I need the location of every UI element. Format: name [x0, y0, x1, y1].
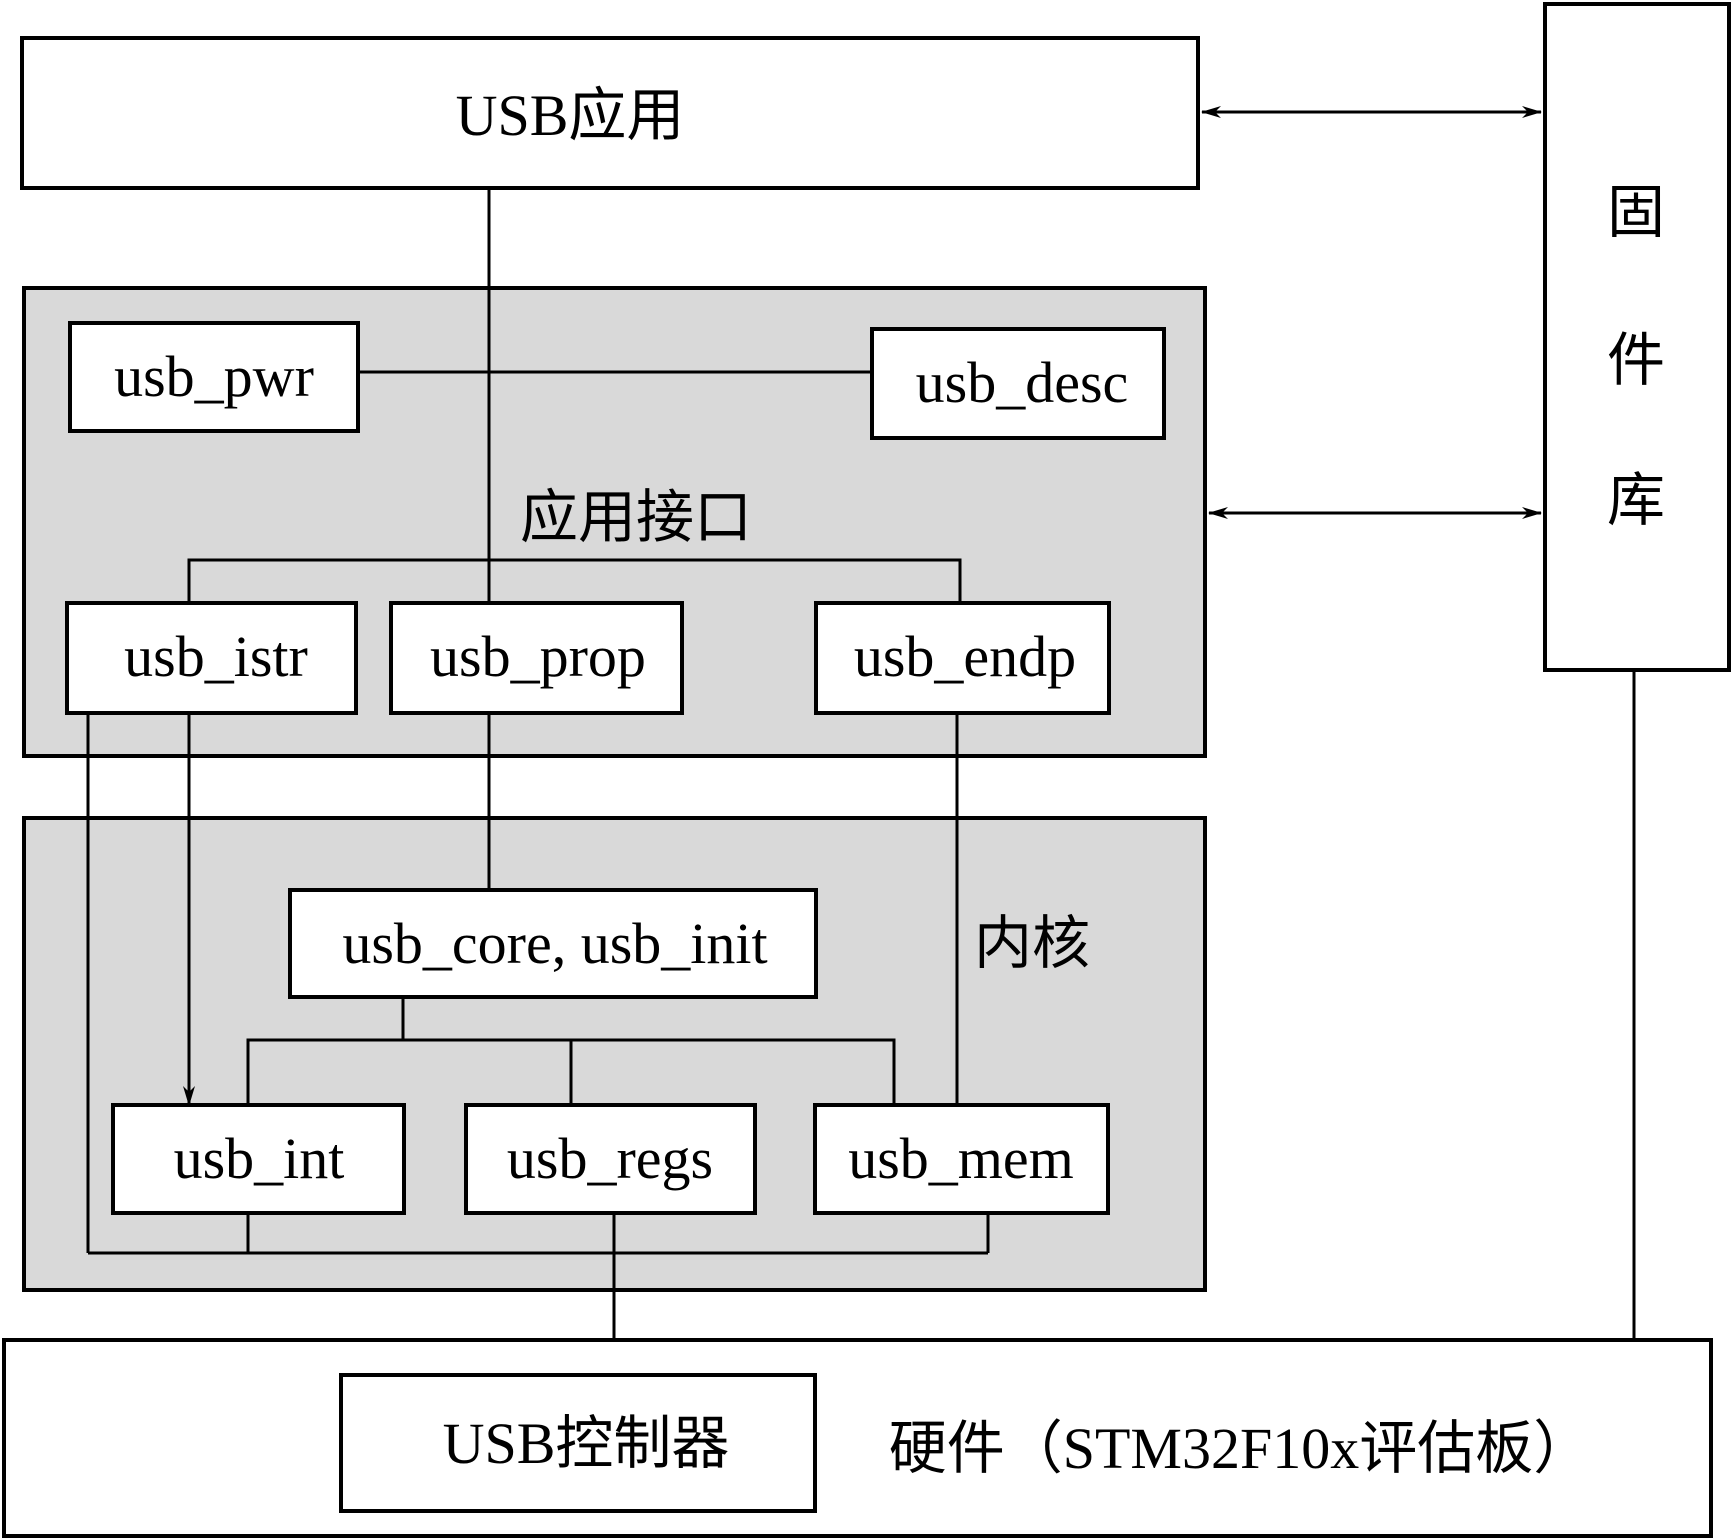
- usb-desc-box: [870, 327, 1166, 440]
- usb-regs-box: [464, 1103, 757, 1215]
- usb-int-box: [111, 1103, 406, 1215]
- app-interface-label: 应用接口: [520, 485, 752, 550]
- usb-core-init-box: [288, 888, 818, 999]
- connector-lines: [86, 188, 1636, 1375]
- usb-endp-box: [814, 601, 1111, 715]
- usb-prop-box: [389, 601, 684, 715]
- usb-mem-label: usb_mem: [848, 1126, 1074, 1191]
- usb-controller-box: [339, 1373, 817, 1513]
- usb-pwr-box: [68, 321, 360, 433]
- hardware-label: 硬件（STM32F10x评估板）: [889, 1416, 1592, 1481]
- usb-endp-label: usb_endp: [854, 624, 1076, 689]
- usb-pwr-label: usb_pwr: [114, 344, 314, 409]
- firmware-library-char-3: 库: [1607, 468, 1665, 533]
- usb-istr-label: usb_istr: [124, 624, 308, 689]
- usb-istr-box: [65, 601, 358, 715]
- usb-prop-label: usb_prop: [430, 624, 646, 689]
- firmware-library-char-2: 件: [1607, 328, 1665, 393]
- firmware-library-char-1: 固: [1607, 180, 1665, 245]
- firmware-library-box: [1543, 2, 1731, 672]
- core-label: 内核: [974, 911, 1090, 976]
- hardware-box: [2, 1338, 1713, 1538]
- usb-core-init-label: usb_core, usb_init: [342, 911, 767, 976]
- usb-mem-box: [813, 1103, 1110, 1215]
- usb-app-box: [20, 36, 1200, 190]
- usb-desc-label: usb_desc: [916, 350, 1129, 415]
- usb-regs-label: usb_regs: [507, 1126, 713, 1191]
- usb-int-label: usb_int: [174, 1126, 345, 1191]
- usb-app-label: USB应用: [456, 83, 685, 148]
- usb-controller-label: USB控制器: [443, 1411, 730, 1476]
